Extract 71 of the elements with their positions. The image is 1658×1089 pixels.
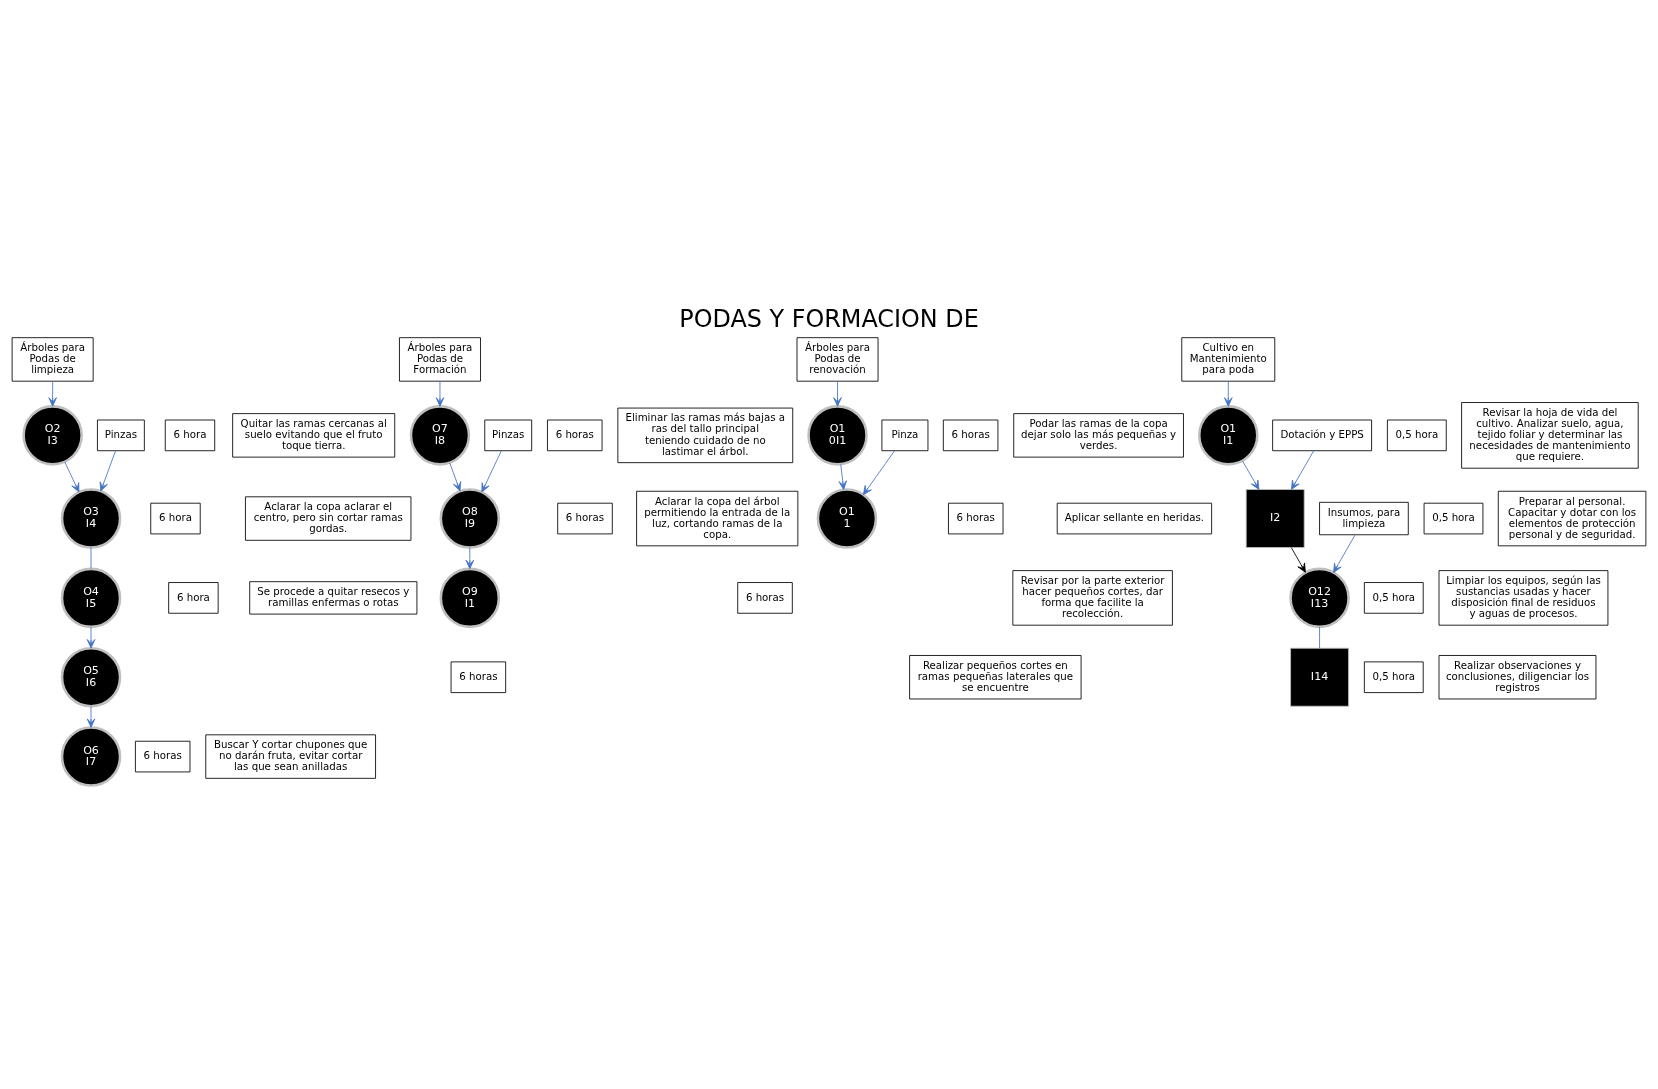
node-circle: O4 I5	[60, 567, 122, 628]
arrow	[1333, 534, 1356, 573]
node-circle: O6 I7	[60, 725, 122, 787]
node-box: Realizar observaciones y conclusiones, diligenciar los registros	[1438, 654, 1597, 699]
node-box: I2	[1245, 488, 1305, 548]
node-circle: O5 I6	[60, 646, 122, 707]
node-box: I14	[1290, 647, 1349, 707]
node-box: Dotación y EPPS	[1272, 419, 1373, 451]
arrow	[862, 449, 895, 495]
arrow	[1242, 459, 1260, 490]
node-box: 6 horas	[547, 419, 603, 451]
node-circle: O9 I1	[439, 567, 501, 628]
arrow	[435, 380, 445, 407]
node-box: Pinzas	[97, 419, 145, 451]
diagram-title: PODAS Y FORMACION DE	[679, 304, 979, 333]
node-box: Realizar pequeños cortes en ramas pequeñas laterales que se encuentre	[909, 654, 1082, 699]
arrow	[86, 626, 96, 648]
node-box: Árboles para Podas de Formación	[399, 336, 481, 382]
node-circle: O2 I3	[22, 404, 83, 466]
node-box: Preparar al personal. Capacitar y dotar con los elementos de protección personal y de seguridad.	[1497, 490, 1647, 546]
node-box: Se procede a quitar resecos y ramillas enfermas o rotas	[249, 580, 418, 615]
node-circle: O7 I8	[409, 404, 471, 466]
node-box: 6 hora	[168, 581, 219, 614]
node-box: Eliminar las ramas más bajas a ras del tallo principal teniendo cuidado de no lastimar el árbol.	[617, 407, 794, 463]
arrow	[465, 546, 475, 569]
arrow	[64, 460, 80, 492]
node-box: Árboles para Podas de renovación	[796, 336, 879, 382]
node-box: 6 horas	[948, 502, 1004, 534]
arrow	[86, 705, 96, 728]
node-circle: O1 1	[816, 487, 878, 549]
node-box: Quitar las ramas cercanas al suelo evitando que el fruto toque tierra.	[232, 412, 396, 458]
node-box: Revisar por la parte exterior hacer pequeños cortes, dar forma que facilite la recolección.	[1012, 569, 1173, 626]
connector	[1319, 626, 1320, 648]
node-box: Pinzas	[484, 419, 533, 451]
node-box: 0,5 hora	[1363, 660, 1424, 693]
arrow	[1291, 449, 1315, 490]
node-box: Aclarar la copa aclarar el centro, pero sin cortar ramas gordas.	[245, 495, 412, 541]
node-box: Insumos, para limpieza	[1319, 501, 1409, 535]
node-box: 6 horas	[134, 740, 191, 772]
arrow	[449, 461, 462, 491]
node-box: 6 hora	[150, 502, 201, 534]
node-circle: O3 I4	[60, 487, 122, 549]
node-box: 6 horas	[450, 660, 507, 693]
arrow	[1290, 546, 1306, 573]
arrow	[48, 380, 57, 407]
node-box: 0,5 hora	[1423, 502, 1484, 534]
arrow	[481, 449, 502, 492]
node-box: 6 horas	[737, 581, 793, 614]
node-box: 6 horas	[942, 419, 999, 451]
node-box: Aclarar la copa del árbol permitiendo la entrada de la luz, cortando ramas de la copa.	[636, 490, 799, 546]
node-box: 6 hora	[164, 419, 216, 451]
node-box: 0,5 hora	[1386, 419, 1447, 451]
node-box: Limpiar los equipos, según las sustancias usadas y hacer disposición final de residuos y aguas de procesos.	[1438, 569, 1609, 626]
node-box: Buscar Y cortar chupones que no darán fruta, evitar cortar las que sean anilladas	[205, 733, 376, 779]
arrow	[1224, 380, 1233, 407]
node-circle: O1 0I1	[807, 404, 868, 466]
arrow	[99, 449, 116, 491]
node-box: Podar las ramas de la copa dejar solo las más pequeñas y verdes.	[1013, 412, 1184, 458]
node-box: Árboles para Podas de limpieza	[11, 336, 94, 382]
arrow	[838, 463, 847, 490]
node-circle: O1 I1	[1198, 404, 1259, 466]
node-box: Cultivo en Mantenimiento para poda	[1181, 336, 1276, 382]
connector	[90, 546, 92, 569]
node-box: 0,5 hora	[1363, 581, 1424, 614]
node-circle: O8 I9	[439, 487, 501, 549]
node-box: Pinza	[881, 419, 929, 451]
node-circle: O12 I13	[1289, 567, 1350, 628]
node-box: Revisar la hoja de vida del cultivo. Analizar suelo, agua, tejido foliar y determinar las necesidades de mantenimiento que requiere.	[1461, 401, 1639, 469]
arrow	[833, 380, 842, 407]
node-box: Aplicar sellante en heridas.	[1056, 502, 1213, 534]
node-box: 6 horas	[557, 502, 613, 534]
